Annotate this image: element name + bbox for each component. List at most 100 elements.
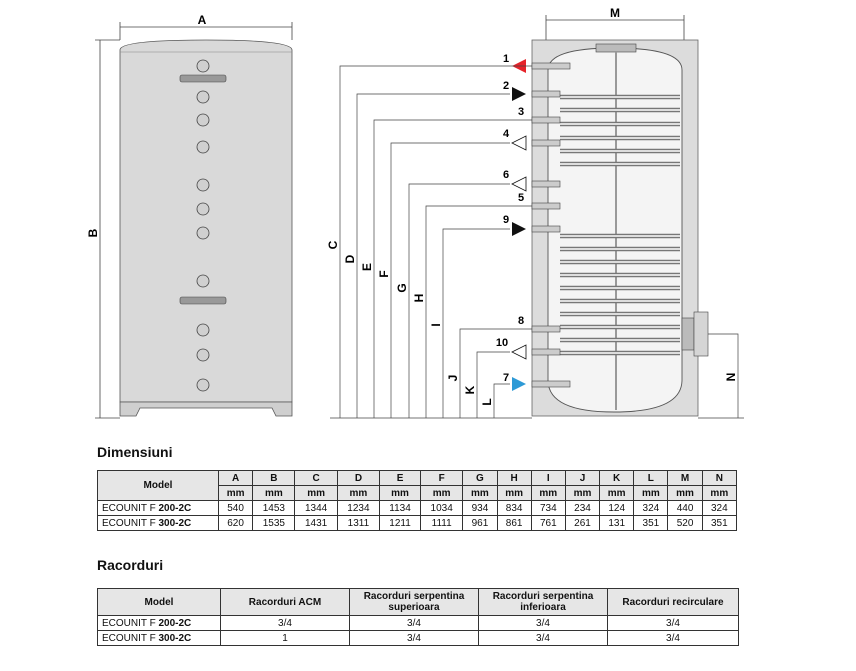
table-cell: 1234 [336,500,381,516]
table-cell: 761 [530,515,566,531]
column-header: Racorduri serpentina superioara [349,588,479,616]
table-cell: 324 [633,500,669,516]
front-view: A B [86,13,293,419]
unit-cell: mm [336,485,381,501]
model-cell: ECOUNIT F 200-2C [97,615,221,631]
unit-cell: mm [599,485,635,501]
table-row: ECOUNIT F 300-2C 620 1535 1431 1311 1211… [97,515,738,531]
unit-cell: mm [294,485,338,501]
connections-heading: Racorduri [97,557,164,573]
table-cell: 961 [462,515,498,531]
dim-label-k: K [463,385,477,394]
dim-label-j: J [446,375,460,382]
table-cell: 3/4 [220,615,350,631]
unit-cell: mm [379,485,422,501]
table-cell: 1453 [252,500,296,516]
column-header: Racorduri serpentina inferioara [478,588,608,616]
dim-label-b: B [86,228,100,237]
unit-cell: mm [701,485,738,501]
connection-number: 1 [503,53,509,65]
connection-number: 2 [503,80,509,92]
table-cell: 1111 [420,515,464,531]
dimensions-table: Model A B C D E F G H I J K L M N mm mm … [97,470,738,531]
column-header: F [420,470,464,486]
connection-number: 10 [496,337,508,349]
column-header: I [530,470,566,486]
model-cell: ECOUNIT F 200-2C [97,500,219,516]
table-cell: 934 [462,500,498,516]
column-header: G [462,470,498,486]
table-cell: 3/4 [349,630,479,646]
table-row: ECOUNIT F 200-2C 540 1453 1344 1234 1134… [97,500,738,516]
column-header: M [667,470,703,486]
connections-table: Model Racorduri ACM Racorduri serpentina… [97,588,739,646]
table-cell: 834 [496,500,532,516]
table-cell: 1311 [336,515,381,531]
model-header: Model [97,588,221,616]
column-header: Racorduri recirculare [607,588,739,616]
dim-label-c: C [326,240,340,249]
dim-label-f: F [377,270,391,277]
dim-label-a: A [198,13,207,27]
unit-cell: mm [217,485,254,501]
connection-number: 7 [503,372,509,384]
unit-cell: mm [420,485,464,501]
dimensions-heading: Dimensiuni [97,444,173,460]
connection-number: 6 [503,169,509,181]
table-cell: 324 [701,500,738,516]
connection-number: 3 [518,106,524,118]
unit-cell: mm [462,485,498,501]
table-cell: 3/4 [607,615,739,631]
connection-number: 4 [503,128,510,140]
table-cell: 1211 [379,515,422,531]
table-cell: 3/4 [349,615,479,631]
table-cell: 1134 [379,500,422,516]
unit-cell: mm [530,485,566,501]
column-header: C [294,470,338,486]
table-cell: 440 [667,500,703,516]
dim-label-n: N [724,373,738,382]
connection-number: 8 [518,315,524,327]
connection-number: 9 [503,214,509,226]
unit-cell: mm [667,485,703,501]
column-header: H [496,470,532,486]
dim-label-d: D [343,254,357,263]
technical-drawing: A B M [86,6,744,419]
table-row: ECOUNIT F 200-2C 3/4 3/4 3/4 3/4 [97,615,739,631]
connection-number: 5 [518,192,524,204]
column-header: B [252,470,296,486]
cold-water-arrow [512,377,526,391]
table-cell: 540 [217,500,254,516]
table-cell: 351 [633,515,669,531]
column-header: J [564,470,601,486]
table-cell: 3/4 [478,615,608,631]
section-view: M [326,6,744,419]
model-header: Model [97,470,219,501]
column-header: D [336,470,381,486]
table-cell: 1535 [252,515,296,531]
model-cell: ECOUNIT F 300-2C [97,515,219,531]
table-cell: 3/4 [478,630,608,646]
table-cell: 234 [564,500,601,516]
column-header: E [379,470,422,486]
table-row: ECOUNIT F 300-2C 1 3/4 3/4 3/4 [97,630,739,646]
table-cell: 131 [599,515,635,531]
table-cell: 520 [667,515,703,531]
table-cell: 861 [496,515,532,531]
column-header: L [633,470,669,486]
model-cell: ECOUNIT F 300-2C [97,630,221,646]
dim-label-e: E [360,263,374,271]
table-cell: 1344 [294,500,338,516]
unit-cell: mm [633,485,669,501]
unit-cell: mm [564,485,601,501]
unit-cell: mm [252,485,296,501]
table-cell: 1034 [420,500,464,516]
table-cell: 734 [530,500,566,516]
table-cell: 1431 [294,515,338,531]
unit-cell: mm [496,485,532,501]
column-header: K [599,470,635,486]
table-cell: 351 [701,515,738,531]
table-cell: 620 [217,515,254,531]
table-cell: 3/4 [607,630,739,646]
dim-label-m: M [610,6,620,20]
